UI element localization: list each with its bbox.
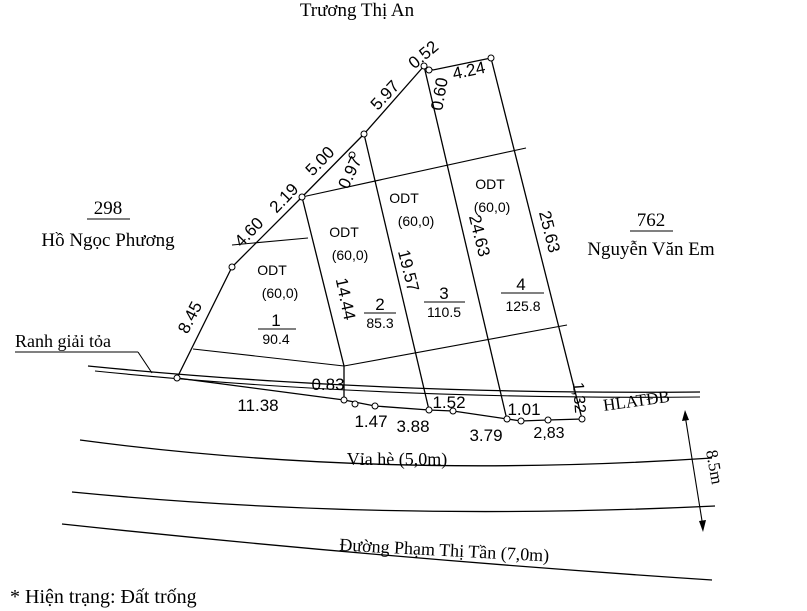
lot-3-number: 3 bbox=[439, 284, 448, 303]
lot-1-area-note: (60,0) bbox=[262, 285, 299, 301]
clearance-boundary-label: Ranh giải tỏa bbox=[15, 331, 111, 351]
dim-front-2-83: 2,83 bbox=[533, 425, 564, 442]
road-width-arrow bbox=[684, 414, 704, 528]
dim-west-8-45: 8.45 bbox=[174, 298, 206, 336]
dim-front-1-32: 1,32 bbox=[569, 382, 588, 414]
lot-1-number: 1 bbox=[271, 311, 280, 330]
sidewalk-label: Vỉa hè (5,0m) bbox=[347, 449, 447, 470]
neighbor-west-parcel-no: 298 bbox=[94, 198, 123, 219]
arrow-head-top bbox=[682, 410, 689, 421]
lot-2-area: 85.3 bbox=[366, 315, 393, 331]
dim-div-24-63: 24.63 bbox=[465, 213, 494, 259]
sidewalk-inner-edge bbox=[79, 439, 713, 467]
status-note: * Hiện trạng: Đất trống bbox=[10, 586, 197, 608]
neighbor-west-owner: Hồ Ngọc Phương bbox=[41, 230, 175, 251]
sidewalk-outer-edge bbox=[71, 491, 716, 513]
lot-divider-2-3 bbox=[363, 133, 430, 411]
road-safety-line-label: HLATĐB bbox=[602, 387, 671, 415]
lot-4-number: 4 bbox=[516, 275, 525, 294]
lot-4-land-use: ODT bbox=[475, 176, 505, 192]
dim-div-19-57: 19.57 bbox=[394, 248, 423, 294]
vertex-points bbox=[173, 54, 586, 425]
dim-front-0-83: 0.83 bbox=[311, 375, 344, 394]
clearance-leader-diag bbox=[137, 351, 153, 374]
dim-front-1-01: 1.01 bbox=[507, 400, 540, 419]
neighbor-east-owner: Nguyễn Văn Em bbox=[587, 239, 715, 260]
neighbor-north: Trương Thị An bbox=[300, 0, 415, 21]
arrow-head-bottom bbox=[699, 520, 706, 532]
dim-front-3-79: 3.79 bbox=[469, 426, 502, 445]
clearance-line-lot1 bbox=[192, 348, 345, 367]
dim-div-14-44: 14.44 bbox=[332, 276, 359, 322]
dim-nw-5-00: 5.00 bbox=[302, 143, 339, 180]
lot-4-label: ODT (60,0) 4 125.8 bbox=[474, 176, 544, 314]
lot-3-label: ODT (60,0) 3 110.5 bbox=[389, 190, 465, 320]
neighbor-east-parcel-no: 762 bbox=[637, 210, 666, 231]
lot-4-area: 125.8 bbox=[505, 298, 540, 314]
lot-3-land-use: ODT bbox=[389, 190, 419, 206]
lot-2-label: ODT (60,0) 2 85.3 bbox=[329, 224, 396, 331]
dim-nw-5-97: 5.97 bbox=[367, 77, 403, 114]
lot-2-number: 2 bbox=[375, 295, 384, 314]
dim-front-3-88: 3.88 bbox=[396, 417, 429, 436]
lot1-inner-line bbox=[231, 237, 309, 246]
dim-front-11-38: 11.38 bbox=[237, 396, 278, 415]
dim-front-1-52: 1.52 bbox=[432, 393, 465, 412]
lot-4-area-note: (60,0) bbox=[474, 199, 511, 215]
lot-1-area: 90.4 bbox=[262, 331, 289, 347]
road-width-label: 8.5m bbox=[702, 448, 727, 485]
lot-3-area: 110.5 bbox=[427, 304, 461, 320]
road-far-edge bbox=[61, 523, 713, 581]
clearance-line-lots234 bbox=[343, 324, 568, 367]
lot-3-area-note: (60,0) bbox=[398, 213, 435, 229]
lot-2-area-note: (60,0) bbox=[332, 247, 369, 263]
lot-1-label: ODT (60,0) 1 90.4 bbox=[257, 262, 298, 347]
lot-1-land-use: ODT bbox=[257, 262, 287, 278]
dim-nw-2-19: 2.19 bbox=[266, 180, 303, 217]
dim-inner-0-60: 0.60 bbox=[427, 76, 451, 112]
dim-top-4-24: 4.24 bbox=[451, 58, 487, 83]
road-label: Đường Phạm Thị Tần (7,0m) bbox=[339, 535, 550, 567]
rear-line bbox=[301, 147, 527, 198]
lot-divider-3-4 bbox=[423, 65, 508, 421]
dim-front-1-47: 1.47 bbox=[354, 412, 387, 431]
clearance-boundary-line bbox=[87, 365, 701, 393]
lot-2-land-use: ODT bbox=[329, 224, 359, 240]
